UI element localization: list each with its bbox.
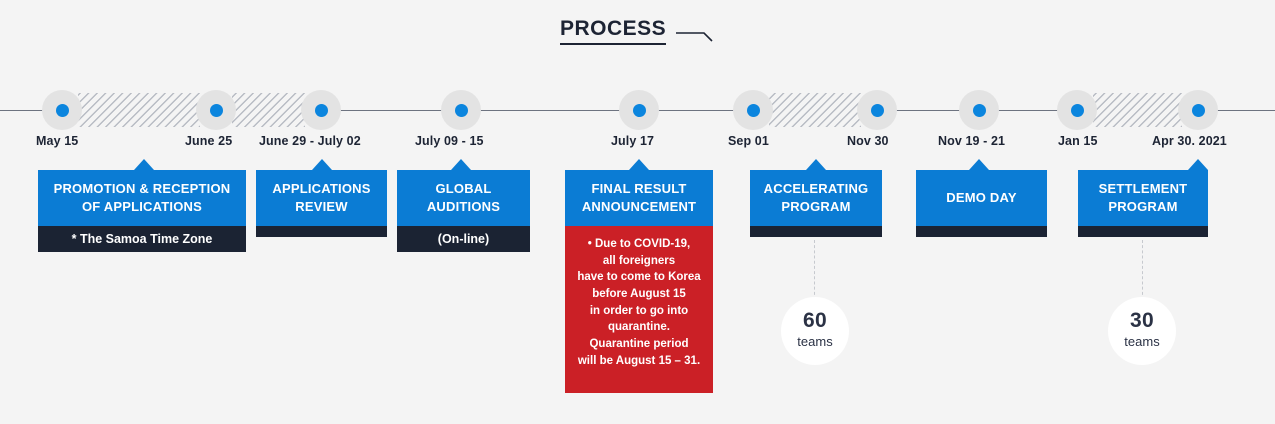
timeline-node-2[interactable] — [196, 90, 236, 130]
process-card-promotion-reception[interactable]: PROMOTION & RECEPTION OF APPLICATIONS * … — [38, 159, 246, 252]
process-card-global-auditions[interactable]: GLOBAL AUDITIONS (On-line) — [397, 159, 530, 252]
timeline-dot-icon — [870, 103, 884, 117]
timeline-dot-icon — [1191, 103, 1205, 117]
timeline-label-8: Nov 19 - 21 — [938, 134, 1006, 148]
card-footer — [750, 226, 882, 237]
teams-badge-60: 60 teams — [781, 297, 849, 365]
card-title: DEMO DAY — [916, 170, 1047, 226]
card-footer: * The Samoa Time Zone — [38, 226, 246, 252]
card-pointer-icon — [312, 159, 332, 170]
teams-badge-unit: teams — [797, 334, 833, 350]
timeline-label-7: Nov 30 — [847, 134, 889, 148]
timeline-hatch-segment — [232, 93, 305, 127]
timeline-label-4: July 09 - 15 — [415, 134, 484, 148]
timeline-dot-icon — [746, 103, 760, 117]
timeline-dot-icon — [55, 103, 69, 117]
process-card-applications-review[interactable]: APPLICATIONS REVIEW — [256, 159, 387, 237]
timeline-dot-icon — [632, 103, 646, 117]
card-footer — [916, 226, 1047, 237]
timeline-label-6: Sep 01 — [728, 134, 769, 148]
timeline-label-10: Apr 30. 2021 — [1152, 134, 1227, 148]
timeline-node-10[interactable] — [1178, 90, 1218, 130]
timeline-label-1: May 15 — [36, 134, 79, 148]
timeline-label-3: June 29 - July 02 — [259, 134, 361, 148]
timeline-label-2: June 25 — [185, 134, 233, 148]
timeline-dot-icon — [209, 103, 223, 117]
card-title: ACCELERATING PROGRAM — [750, 170, 882, 226]
timeline-node-7[interactable] — [857, 90, 897, 130]
card-pointer-icon — [969, 159, 989, 170]
teams-badge-number: 30 — [1130, 309, 1154, 333]
card-footer: (On-line) — [397, 226, 530, 252]
card-footer — [1078, 226, 1208, 237]
card-title: PROMOTION & RECEPTION OF APPLICATIONS — [38, 170, 246, 226]
process-card-demo-day[interactable]: DEMO DAY — [916, 159, 1047, 237]
card-title: SETTLEMENT PROGRAM — [1078, 170, 1208, 226]
arrow-right-down-icon — [674, 27, 714, 43]
process-card-accelerating-program[interactable]: ACCELERATING PROGRAM — [750, 159, 882, 237]
card-title: GLOBAL AUDITIONS — [397, 170, 530, 226]
card-pointer-icon — [1188, 159, 1208, 170]
card-footer — [256, 226, 387, 237]
timeline-hatch-segment — [769, 93, 861, 127]
card-title: APPLICATIONS REVIEW — [256, 170, 387, 226]
card-pointer-icon — [629, 159, 649, 170]
page-title-text: PROCESS — [560, 17, 667, 46]
page-title: PROCESS — [560, 17, 714, 46]
timeline-node-3[interactable] — [301, 90, 341, 130]
timeline-node-1[interactable] — [42, 90, 82, 130]
timeline-label-9: Jan 15 — [1058, 134, 1098, 148]
process-card-settlement-program[interactable]: SETTLEMENT PROGRAM — [1078, 159, 1208, 237]
timeline-hatch-segment — [78, 93, 200, 127]
timeline-dot-icon — [972, 103, 986, 117]
timeline-node-4[interactable] — [441, 90, 481, 130]
timeline-node-6[interactable] — [733, 90, 773, 130]
timeline-label-5: July 17 — [611, 134, 655, 148]
timeline-node-8[interactable] — [959, 90, 999, 130]
timeline-dot-icon — [454, 103, 468, 117]
timeline-node-5[interactable] — [619, 90, 659, 130]
teams-badge-number: 60 — [803, 309, 827, 333]
card-pointer-icon — [134, 159, 154, 170]
badge-connector-line — [814, 240, 815, 300]
timeline-dot-icon — [314, 103, 328, 117]
timeline-dot-icon — [1070, 103, 1084, 117]
card-title: FINAL RESULT ANNOUNCEMENT — [565, 170, 713, 226]
process-card-final-result-announcement[interactable]: FINAL RESULT ANNOUNCEMENT • Due to COVID… — [565, 159, 713, 393]
timeline-node-9[interactable] — [1057, 90, 1097, 130]
timeline-hatch-segment — [1093, 93, 1182, 127]
card-pointer-icon — [806, 159, 826, 170]
badge-connector-line — [1142, 240, 1143, 300]
card-pointer-icon — [451, 159, 471, 170]
teams-badge-unit: teams — [1124, 334, 1160, 350]
teams-badge-30: 30 teams — [1108, 297, 1176, 365]
card-covid-note: • Due to COVID-19, all foreigners have t… — [565, 226, 713, 393]
